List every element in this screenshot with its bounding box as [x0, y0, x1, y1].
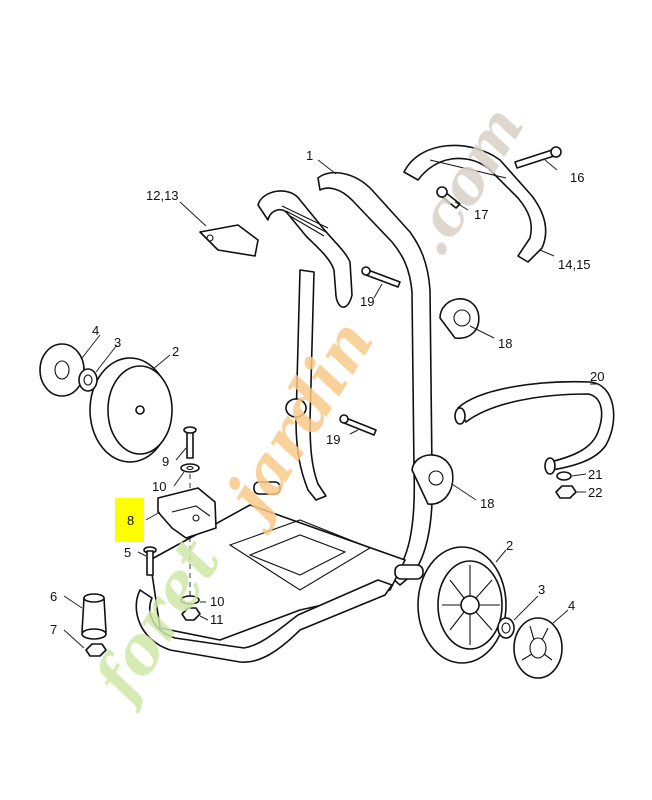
wheel-part-2-right	[417, 546, 507, 664]
screw-part-19-lower	[339, 414, 377, 436]
callout-18-upper: 18	[498, 336, 512, 351]
callout-18-lower: 18	[480, 496, 494, 511]
bolt-part-5	[143, 546, 157, 576]
callout-12-13: 12,13	[146, 188, 179, 203]
washer-part-10-lower	[180, 595, 200, 605]
callout-19-lower: 19	[326, 432, 340, 447]
callout-4-right: 4	[568, 598, 575, 613]
clip-part-3-right	[497, 617, 515, 639]
leader-lines	[63, 159, 598, 649]
handle-part-14-15	[403, 144, 547, 263]
callout-6: 6	[50, 589, 57, 604]
callout-11: 11	[210, 612, 224, 627]
clip-part-3-left	[78, 368, 98, 392]
nut-part-11	[181, 607, 201, 621]
foot-part-6	[81, 593, 107, 640]
callout-3-right: 3	[538, 582, 545, 597]
callout-19-upper: 19	[360, 294, 374, 309]
frame-part-1	[135, 171, 434, 663]
callout-3-left: 3	[114, 335, 121, 350]
callout-1: 1	[306, 148, 313, 163]
callout-17: 17	[474, 207, 488, 222]
bolt-part-16	[514, 146, 562, 169]
nut-part-22	[555, 485, 577, 499]
bolt-part-9	[183, 426, 197, 459]
callout-10-lower: 10	[210, 594, 224, 609]
screw-part-17	[436, 186, 461, 209]
bracket-part-18-upper	[439, 298, 480, 339]
callout-2-left: 2	[172, 344, 179, 359]
callout-16: 16	[570, 170, 584, 185]
callout-21: 21	[588, 467, 602, 482]
highlight-part-8	[115, 498, 144, 542]
callouts: 1 12,13 16 17 14,15 19 18 4 3 2 20 19 9 …	[50, 148, 604, 637]
callout-7: 7	[50, 622, 57, 637]
callout-10-upper: 10	[152, 479, 166, 494]
hubcap-part-4-right	[513, 617, 563, 679]
washer-part-10-upper	[180, 463, 200, 473]
wheel-part-2-left	[89, 357, 173, 463]
bracket-part-18-lower	[411, 454, 454, 505]
callout-5: 5	[124, 545, 131, 560]
hook-part-12-13	[199, 224, 259, 257]
callout-2-right: 2	[506, 538, 513, 553]
callout-9: 9	[162, 454, 169, 469]
screw-part-19-upper	[361, 266, 401, 288]
callout-14-15: 14,15	[558, 257, 591, 272]
callout-8: 8	[127, 513, 134, 528]
callout-22: 22	[588, 485, 602, 500]
callout-4-left: 4	[92, 323, 99, 338]
callout-20: 20	[590, 369, 604, 384]
bar-part-20	[454, 380, 615, 475]
washer-part-21	[556, 471, 572, 481]
bracket-part-8	[157, 487, 217, 539]
nut-part-7	[85, 643, 107, 657]
hubcap-part-4-left	[39, 343, 85, 397]
